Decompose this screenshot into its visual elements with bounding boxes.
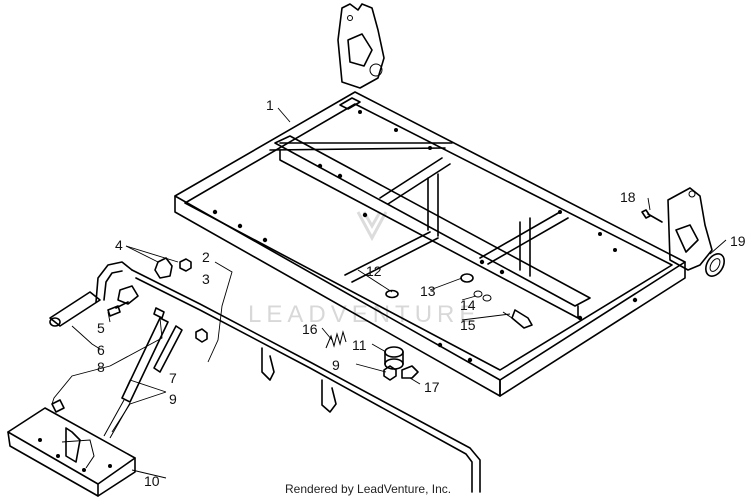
callout-13: 13	[420, 283, 436, 299]
watermark-logo: LEADVENTURE	[248, 211, 480, 328]
callout-16: 16	[302, 321, 318, 337]
spring-part-16	[325, 330, 347, 349]
right-hinge-bracket	[667, 187, 713, 271]
bolt-part-5	[107, 301, 129, 317]
callout-18: 18	[620, 189, 636, 205]
callout-9-right: 9	[332, 357, 340, 373]
callout-4: 4	[115, 237, 123, 253]
callout-15: 15	[460, 317, 476, 333]
callout-7: 7	[169, 370, 177, 386]
ball-stud-part-8	[51, 307, 165, 413]
callout-6: 6	[97, 342, 105, 358]
callout-9-left: 9	[169, 391, 177, 407]
callout-11: 11	[352, 337, 367, 353]
callout-labels: 1 2 3 4 5 6 7 8 9 10 11 12 13 14 15 16 1…	[97, 97, 746, 489]
callout-17: 17	[424, 379, 440, 395]
latch-rod-part-2	[95, 261, 481, 493]
latch-plate-part-10	[7, 407, 136, 497]
render-credit: Rendered by LeadVenture, Inc.	[285, 482, 452, 496]
callout-10: 10	[144, 473, 160, 489]
cushion-part-11	[384, 346, 404, 370]
washer-part-12	[385, 289, 399, 299]
cap-part-17	[401, 365, 419, 379]
clip-part-14	[473, 290, 492, 302]
callout-8: 8	[97, 359, 105, 375]
callout-3: 3	[202, 271, 210, 287]
callout-19: 19	[730, 233, 746, 249]
handle-grip-part-6	[49, 291, 101, 327]
pin-part-15	[502, 309, 533, 329]
callout-1: 1	[266, 97, 274, 113]
callout-2: 2	[202, 249, 210, 265]
nut-part-3	[179, 258, 192, 272]
callout-14: 14	[460, 297, 476, 313]
watermark-text: LEADVENTURE	[248, 301, 480, 328]
leader-lines	[51, 107, 727, 479]
nut-part-9-right	[383, 365, 397, 381]
nut-part-9-left	[195, 328, 208, 343]
callout-12: 12	[366, 263, 382, 279]
bolt-part-18	[641, 209, 663, 223]
callout-5: 5	[97, 320, 105, 336]
frame-part-1	[174, 91, 686, 397]
bumper-part-19	[705, 253, 725, 277]
bushing-part-13	[460, 273, 474, 283]
latch-hooks	[261, 347, 337, 413]
top-hinge-bracket	[337, 3, 385, 89]
